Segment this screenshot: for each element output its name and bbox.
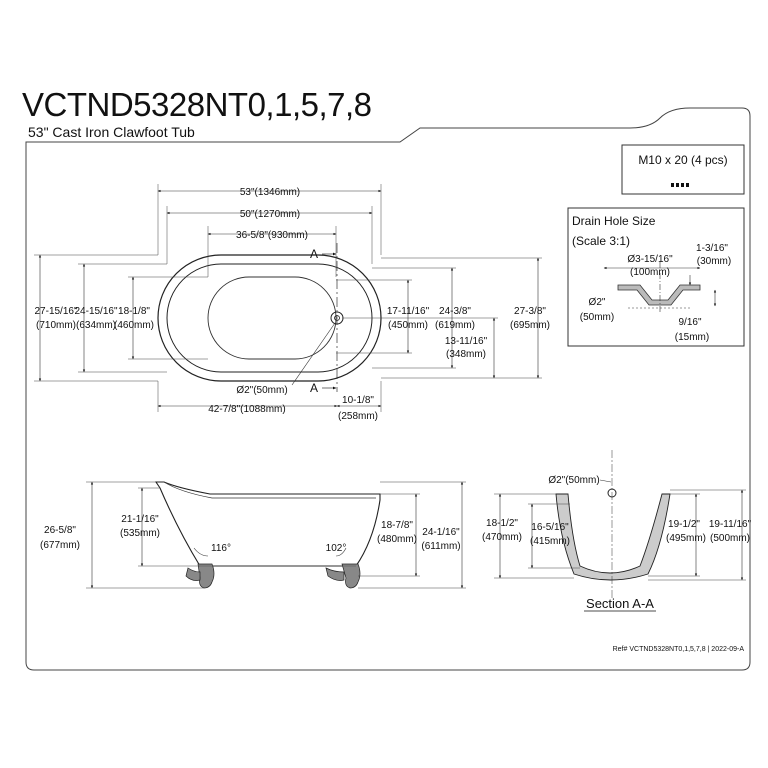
dim-overall-length: 53"(1346mm) <box>240 187 300 198</box>
bolt-icons <box>671 183 689 187</box>
drain-lip-mm: (15mm) <box>675 332 709 343</box>
dim-height-overall-mm: (677mm) <box>40 540 80 551</box>
dim-inner-length: 50"(1270mm) <box>240 209 300 220</box>
dim-width-half-in: 13-11/16" <box>445 336 488 347</box>
drain-height-in: 1-3/16" <box>696 243 728 254</box>
dim-drain-offset-mm: (258mm) <box>338 411 378 422</box>
claw-foot-right <box>325 563 361 589</box>
dim-height-high-mm: (611mm) <box>421 541 460 552</box>
section-mark-top: A <box>310 247 318 261</box>
drain-scale: (Scale 3:1) <box>572 234 630 248</box>
dim-section-h3-mm: (495mm) <box>666 533 706 544</box>
bolt-label: M10 x 20 (4 pcs) <box>638 153 727 167</box>
side-tub-body <box>154 481 381 567</box>
dim-section-h1-mm: (470mm) <box>482 532 522 543</box>
dim-drain-position: 42-7/8"(1088mm) <box>208 404 285 415</box>
drain-inner-mm: (50mm) <box>580 312 614 323</box>
dim-width-rim-r-mm: (619mm) <box>435 320 475 331</box>
dim-width-outer-r-mm: (695mm) <box>510 320 550 331</box>
dim-width-outer-in: 27-15/16" <box>34 306 77 317</box>
angle-left: 116° <box>211 543 231 554</box>
product-subtitle: 53" Cast Iron Clawfoot Tub <box>28 124 195 140</box>
dim-height-low-mm: (480mm) <box>377 534 417 545</box>
dim-width-inner-r-in: 17-11/16" <box>387 306 430 317</box>
drain-lip-in: 9/16" <box>678 317 701 328</box>
dim-height-high-in: 24-1/16" <box>422 527 460 538</box>
section-mark-bottom: A <box>310 381 318 395</box>
dim-drain-offset-in: 10-1/8" <box>342 395 374 406</box>
dim-section-h3-in: 19-1/2" <box>668 519 700 530</box>
dim-width-bottom-mm: (460mm) <box>114 320 154 331</box>
dim-section-h1-in: 18-1/2" <box>486 518 518 529</box>
drain-outer-in: Ø3-15/16" <box>627 254 673 265</box>
dim-width-outer-mm: (710mm) <box>36 320 76 331</box>
drain-height-mm: (30mm) <box>697 256 731 267</box>
angle-right: 102° <box>326 543 347 554</box>
sheet-frame <box>25 107 751 671</box>
dim-section-drain: Ø2"(50mm) <box>548 475 599 486</box>
section-view: Ø2"(50mm) 18-1/2" (470mm) 16-5/16" (415m… <box>482 450 752 612</box>
section-label: Section A-A <box>586 596 654 611</box>
section-outer <box>555 493 671 581</box>
dim-width-half-mm: (348mm) <box>446 349 486 360</box>
dim-bottom-length: 36-5/8"(930mm) <box>236 230 308 241</box>
drain-flange <box>617 284 701 306</box>
dim-section-h4-in: 19-11/16" <box>709 519 752 530</box>
drain-outer-mm: (100mm) <box>630 267 670 278</box>
top-view: A A 53"(1346mm) 50"(1270mm) 36-5/8"(930m… <box>34 184 550 422</box>
dim-height-depth-in: 21-1/16" <box>121 514 159 525</box>
dim-width-bottom-in: 18-1/8" <box>118 306 150 317</box>
dim-section-h2-in: 16-5/16" <box>531 522 569 533</box>
dim-section-h2-mm: (415mm) <box>530 536 570 547</box>
dim-section-h4-mm: (500mm) <box>710 533 750 544</box>
dim-width-rim-r-in: 24-3/8" <box>439 306 471 317</box>
dim-width-rim-in: 24-15/16" <box>74 306 117 317</box>
drain-box: Drain Hole Size (Scale 3:1) Ø3-15/16" (1… <box>567 207 745 347</box>
drain-inner-in: Ø2" <box>589 297 606 308</box>
dim-height-low-in: 18-7/8" <box>381 520 413 531</box>
claw-foot-left <box>185 563 215 589</box>
dim-top-drain-dia: Ø2"(50mm) <box>236 385 287 396</box>
dim-height-depth-mm: (535mm) <box>120 528 160 539</box>
dim-height-overall-in: 26-5/8" <box>44 525 76 536</box>
dim-width-outer-r-in: 27-3/8" <box>514 306 546 317</box>
model-title: VCTND5328NT0,1,5,7,8 <box>22 86 372 123</box>
bolt-box: M10 x 20 (4 pcs) <box>621 144 745 195</box>
dim-width-inner-r-mm: (450mm) <box>388 320 428 331</box>
reference-note: Ref# VCTND5328NT0,1,5,7,8 | 2022-09-A <box>612 646 744 653</box>
dim-width-rim-mm: (634mm) <box>76 320 116 331</box>
side-view: 116° 102° 26-5/8" (677mm) 21-1/16" (535m… <box>40 481 466 589</box>
drain-title: Drain Hole Size <box>572 214 656 228</box>
